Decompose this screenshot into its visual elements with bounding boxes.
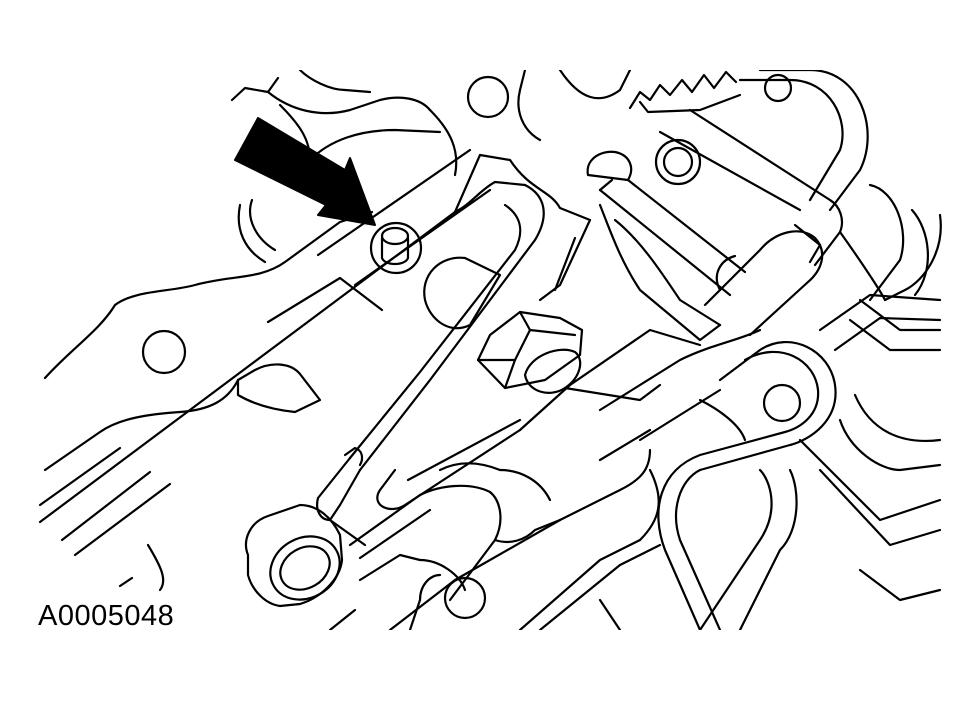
bolt-hole-right — [762, 383, 802, 423]
gasket-hole — [141, 329, 187, 375]
hex-nut — [476, 310, 662, 402]
bolt-hole-top-right — [763, 73, 793, 103]
serrated-edge — [628, 70, 742, 114]
retaining-pin — [369, 221, 423, 275]
arrow-icon — [234, 117, 376, 226]
lower-casting — [328, 573, 622, 630]
gasket-plate — [43, 210, 384, 472]
gasket-tab — [236, 363, 322, 414]
right-spool-valve — [598, 203, 824, 342]
figure-id-label: A0005048 — [38, 600, 175, 632]
right-channels — [658, 70, 942, 352]
bushing — [244, 503, 344, 608]
bolt-hole-top — [466, 75, 510, 119]
center-spool — [376, 256, 702, 511]
channel-plate — [316, 153, 592, 547]
check-ball-seat — [654, 138, 702, 186]
valve-body-edges — [38, 148, 492, 592]
bolt-hole-bottom — [443, 576, 487, 620]
right-lower-channels — [657, 293, 942, 630]
lower-channels — [348, 328, 762, 630]
valve-pin-tube — [586, 150, 747, 297]
